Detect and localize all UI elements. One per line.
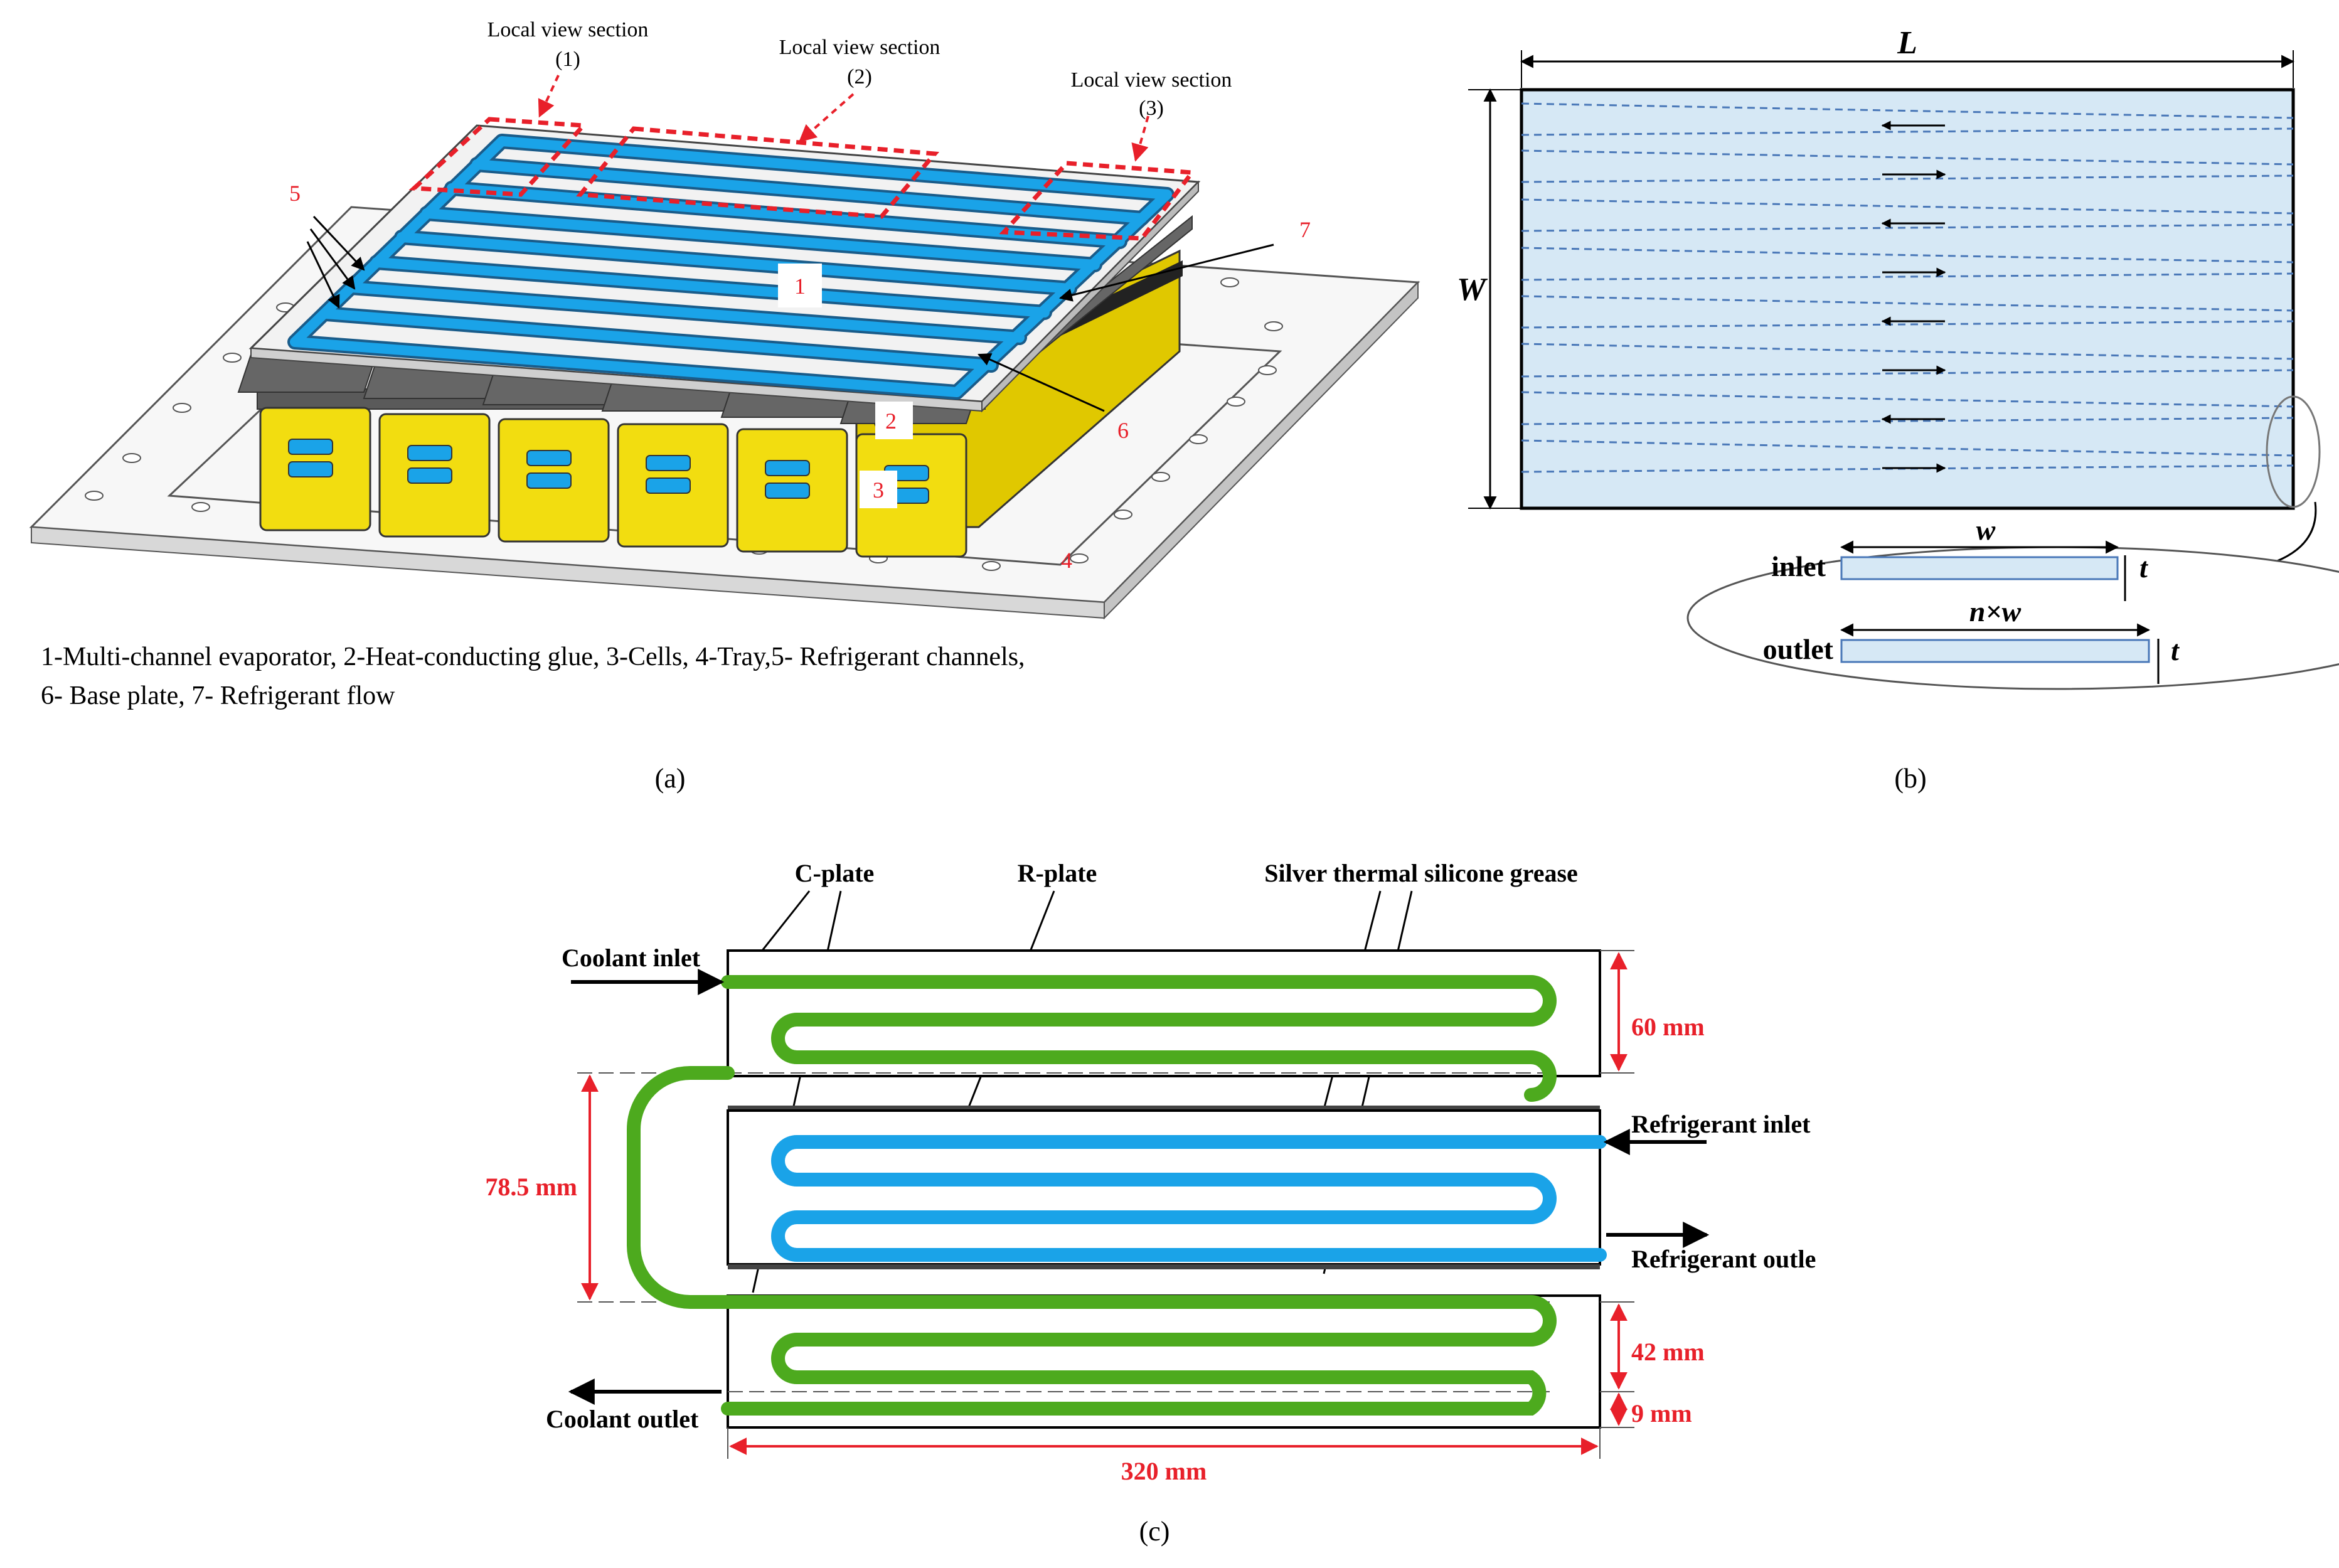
- inlet-label: inlet: [1771, 550, 1826, 582]
- grease-label: Silver thermal silicone grease: [1264, 859, 1578, 887]
- channel-boundaries: [1521, 102, 2294, 473]
- dim-W-label: W: [1457, 272, 1488, 307]
- local-view-2-title: Local view section: [779, 36, 940, 59]
- panel-c-label: (c): [1139, 1516, 1170, 1547]
- local-view-boxes: [408, 117, 1196, 241]
- bottom-grease: [728, 1264, 1600, 1269]
- outlet-label: outlet: [1763, 633, 1834, 665]
- refrigerant-serpentine: [771, 1135, 1607, 1262]
- evaporator-channels-highlight: [290, 136, 1172, 397]
- refrigerant-inlet-label: Refrigerant inlet: [1631, 1110, 1811, 1138]
- label-5: 5: [289, 181, 301, 206]
- cell-terminals: [288, 439, 929, 504]
- refrigerant-outlet-label: Refrigerant outle: [1631, 1245, 1816, 1273]
- zoom-circle: [2266, 395, 2321, 508]
- inlet-channel: [1840, 556, 2119, 580]
- coolant-top-serpentine: [721, 975, 1557, 1102]
- label-4: 4: [1061, 548, 1072, 573]
- local-view-1-number: (1): [555, 48, 580, 71]
- label-1: 1: [794, 274, 806, 299]
- label-3-bg: [860, 471, 897, 508]
- label-3: 3: [873, 477, 884, 503]
- local-view-3-number: (3): [1139, 97, 1164, 120]
- caption-line-1: 1-Multi-channel evaporator, 2-Heat-condu…: [41, 643, 1025, 671]
- c-plate-label: C-plate: [795, 859, 875, 887]
- dim-t2-label: t: [2171, 634, 2180, 666]
- r-plate: [727, 1109, 1601, 1266]
- dim-320-label: 320 mm: [1121, 1457, 1207, 1485]
- flow-arrows: [1881, 120, 1946, 473]
- top-grease: [728, 1106, 1600, 1111]
- dim-60-label: 60 mm: [1631, 1013, 1705, 1041]
- panel-b-label: (b): [1894, 763, 1926, 794]
- dimension-lines: [581, 952, 1628, 1455]
- local-view-arrows: [538, 75, 1149, 162]
- label-1-bg: [778, 264, 822, 307]
- caption-line-2: 6- Base plate, 7- Refrigerant flow: [41, 681, 395, 710]
- panel-b: L W inlet: [1457, 25, 2339, 794]
- dimension-ticks: [727, 950, 1634, 1459]
- outlet-channel: [1840, 639, 2150, 663]
- label-7: 7: [1299, 217, 1311, 242]
- local-view-2-number: (2): [847, 65, 872, 88]
- local-view-3-title: Local view section: [1071, 68, 1232, 92]
- coolant-outlet-label: Coolant outlet: [546, 1405, 699, 1433]
- coolant-loop: [627, 1066, 1557, 1416]
- panel-a: Local view section (1) Local view sectio…: [29, 18, 1420, 794]
- label-2: 2: [885, 408, 897, 434]
- zoom-connector: [2254, 501, 2317, 572]
- panel-c: C-plate R-plate Silver thermal silicone …: [485, 859, 1816, 1547]
- leader-lines: [306, 215, 1274, 412]
- label-2-bg: [875, 402, 913, 439]
- dim-42-label: 42 mm: [1631, 1338, 1705, 1366]
- dim-t1-label: t: [2139, 552, 2148, 584]
- label-6: 6: [1117, 418, 1129, 443]
- dim-L-label: L: [1897, 25, 1917, 61]
- r-plate-label: R-plate: [1018, 859, 1097, 887]
- coolant-inlet-label: Coolant inlet: [562, 944, 701, 972]
- panel-a-label: (a): [655, 763, 686, 794]
- cells: [257, 249, 1183, 558]
- dim-w-label: w: [1976, 514, 1996, 546]
- dim-9-label: 9 mm: [1631, 1399, 1692, 1427]
- dim-78-5-label: 78.5 mm: [485, 1173, 577, 1201]
- local-view-1-title: Local view section: [488, 18, 649, 41]
- dim-nw-label: n×w: [1969, 595, 2022, 627]
